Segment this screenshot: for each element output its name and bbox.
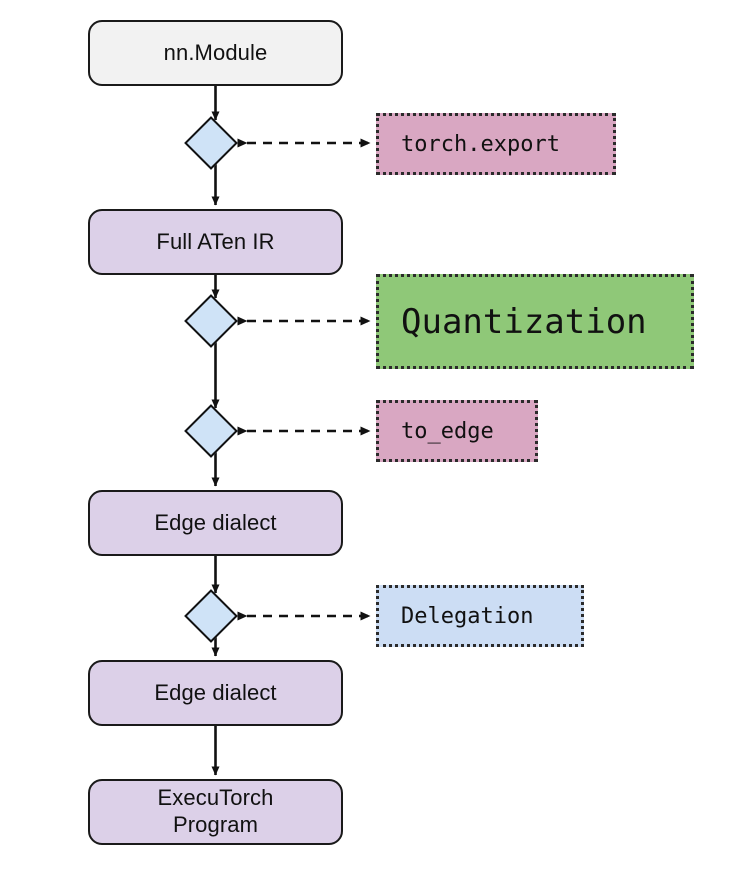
decision-node-delegation[interactable]	[184, 589, 238, 643]
diamond-shape-icon	[184, 116, 238, 170]
annotation-torch-export[interactable]: torch.export	[376, 113, 616, 175]
annotation-quantization[interactable]: Quantization	[376, 274, 694, 369]
decision-node-to-edge[interactable]	[184, 404, 238, 458]
stage-edge-dialect-2[interactable]: Edge dialect	[88, 660, 343, 726]
diamond-shape-icon	[184, 294, 238, 348]
stage-edge-dialect-1[interactable]: Edge dialect	[88, 490, 343, 556]
annotation-to-edge[interactable]: to_edge	[376, 400, 538, 462]
stage-full-aten-ir[interactable]: Full ATen IR	[88, 209, 343, 275]
annotation-delegation[interactable]: Delegation	[376, 585, 584, 647]
decision-node-export[interactable]	[184, 116, 238, 170]
diamond-shape-icon	[184, 404, 238, 458]
stage-nn-module[interactable]: nn.Module	[88, 20, 343, 86]
decision-node-quantize[interactable]	[184, 294, 238, 348]
stage-executorch-program[interactable]: ExecuTorch Program	[88, 779, 343, 845]
diamond-shape-icon	[184, 589, 238, 643]
